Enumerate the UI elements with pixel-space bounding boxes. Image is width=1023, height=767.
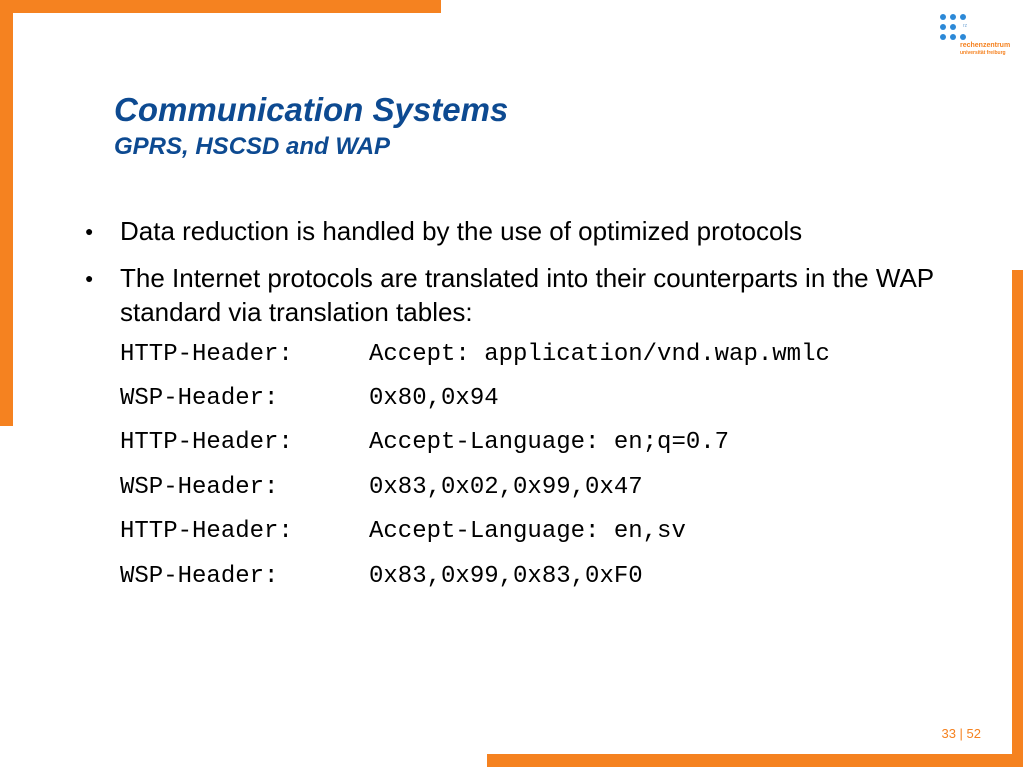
header-value: 0x83,0x99,0x83,0xF0 <box>369 563 643 590</box>
bullet-text: The Internet protocols are translated in… <box>120 263 934 327</box>
slide-subtitle: GPRS, HSCSD and WAP <box>114 133 391 160</box>
header-row: HTTP-Header: Accept-Language: en,sv <box>120 518 686 599</box>
header-value: 0x83,0x02,0x99,0x47 <box>369 474 643 501</box>
bullet-item: ● Data reduction is handled by the use o… <box>85 214 950 248</box>
header-value: 0x80,0x94 <box>369 385 499 412</box>
header-key: HTTP-Header: <box>120 341 293 368</box>
logo-dot <box>950 24 956 30</box>
left-accent-bar <box>0 0 13 426</box>
bullet-text: Data reduction is handled by the use of … <box>120 216 803 246</box>
header-key: WSP-Header: <box>120 474 279 501</box>
header-row: WSP-Header: 0x80,0x94 <box>120 385 499 466</box>
logo-dot <box>950 14 956 20</box>
header-row: WSP-Header: 0x83,0x99,0x83,0xF0 <box>120 563 643 644</box>
bottom-accent-bar <box>487 754 1023 767</box>
logo-dot <box>940 24 946 30</box>
logo-dot <box>950 34 956 40</box>
header-value: Accept: application/vnd.wap.wmlc <box>369 341 830 368</box>
right-accent-bar <box>1012 270 1023 767</box>
top-accent-bar <box>0 0 441 13</box>
logo-dot <box>940 14 946 20</box>
logo-dot <box>960 14 966 20</box>
header-value: Accept-Language: en;q=0.7 <box>369 429 730 456</box>
header-row: WSP-Header: 0x83,0x02,0x99,0x47 <box>120 474 643 555</box>
slide-title: Communication Systems <box>114 91 509 128</box>
bullet-icon: ● <box>85 270 94 286</box>
header-row: HTTP-Header: Accept: application/vnd.wap… <box>120 341 830 422</box>
header-row: HTTP-Header: Accept-Language: en;q=0.7 <box>120 429 729 510</box>
logo-subtitle: universität freiburg <box>960 50 1006 56</box>
logo-dot <box>960 34 966 40</box>
logo-abbreviation: rz <box>963 23 968 29</box>
header-key: HTTP-Header: <box>120 518 293 545</box>
header-key: HTTP-Header: <box>120 429 293 456</box>
bullet-icon: ● <box>85 223 94 239</box>
logo: rz rechenzentrum universität freiburg <box>940 14 1016 64</box>
bullet-item: ● The Internet protocols are translated … <box>85 261 950 329</box>
header-key: WSP-Header: <box>120 563 279 590</box>
header-value: Accept-Language: en,sv <box>369 518 686 545</box>
logo-name: rechenzentrum <box>960 42 1011 49</box>
logo-dot <box>940 34 946 40</box>
header-key: WSP-Header: <box>120 385 279 412</box>
page-number: 33 | 52 <box>941 726 981 741</box>
